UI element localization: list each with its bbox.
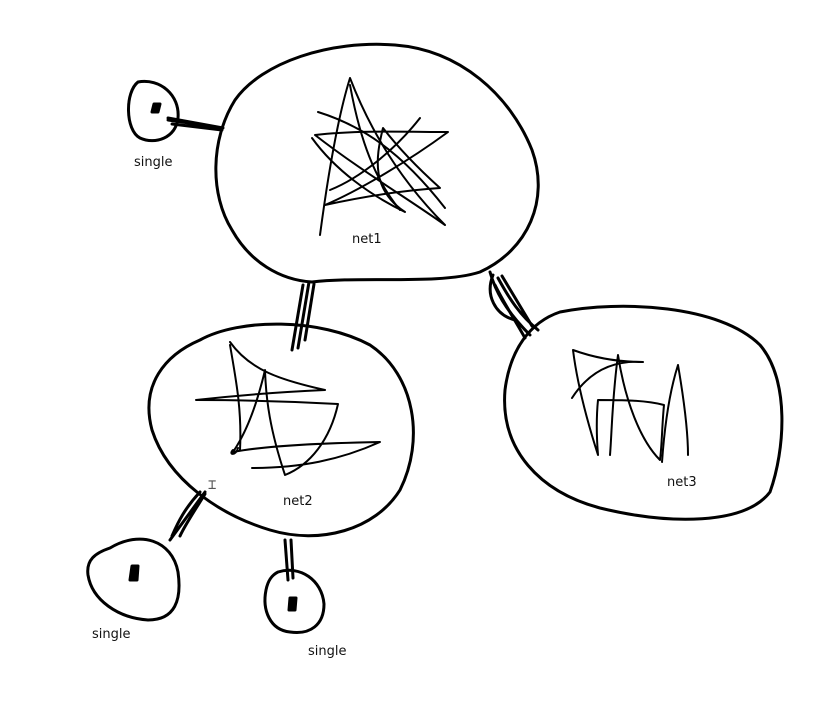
text-cursor-icon: ⌶	[208, 477, 217, 493]
single-bottom-left-node	[86, 537, 181, 622]
net1-star-scribble	[311, 77, 449, 236]
net1-blob	[214, 42, 540, 284]
net2-label: net2	[283, 494, 313, 509]
net1-label: net1	[352, 232, 382, 247]
single-top-label: single	[134, 155, 173, 170]
net3-label: net3	[667, 475, 697, 490]
net3-blob	[503, 304, 784, 521]
net2-blob	[147, 322, 415, 538]
single-bottom-left-dot	[128, 564, 140, 582]
link-net1-net2	[290, 280, 316, 352]
link-net2-single-bottom-right	[283, 538, 295, 582]
single-bottom-left-label: single	[92, 627, 131, 642]
single-bottom-right-label: single	[308, 644, 347, 659]
link-net2-single-bottom-left	[168, 490, 207, 542]
single-top-dot	[150, 102, 162, 114]
net2-star-scribble-2	[229, 344, 242, 455]
single-bottom-right-dot	[287, 596, 298, 612]
net3-scribble	[571, 349, 665, 461]
single-bottom-right-node	[263, 568, 326, 635]
net1-star-scribble-2	[317, 84, 446, 211]
net3-scribble-2	[661, 364, 689, 463]
single-top-node	[127, 79, 180, 143]
net2-star-scribble	[195, 341, 381, 476]
link-single-top-net1	[166, 116, 225, 132]
link-net1-net3	[488, 270, 540, 340]
link-net1-net3-loop	[488, 273, 517, 322]
